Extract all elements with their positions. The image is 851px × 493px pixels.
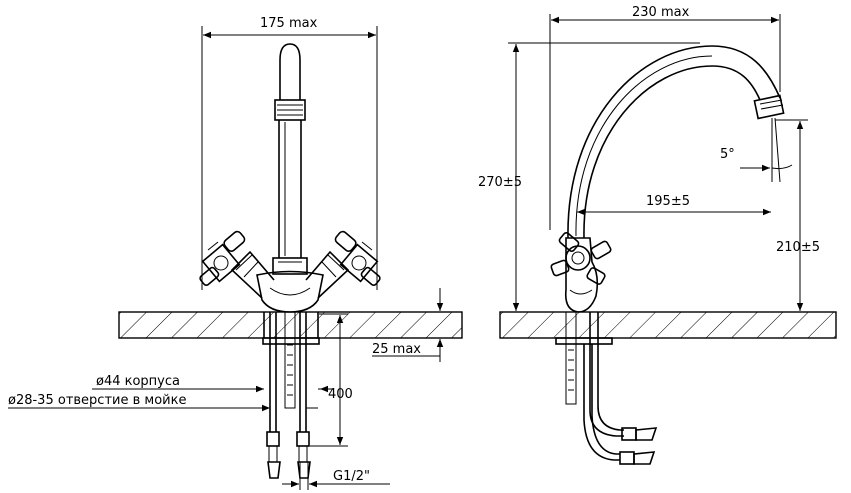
front-mount bbox=[262, 311, 320, 479]
side-mount bbox=[555, 311, 658, 465]
front-diameter-leaders bbox=[8, 385, 334, 412]
front-hose-length-label: 400 bbox=[328, 387, 353, 402]
side-view: 230 max 270±5 5° 195±5 210±5 bbox=[478, 5, 837, 465]
front-thread-dimension bbox=[282, 462, 390, 490]
side-countertop bbox=[499, 311, 837, 339]
front-mount-height-dimension bbox=[372, 288, 462, 362]
side-spout-height-label: 210±5 bbox=[776, 240, 820, 255]
front-body bbox=[230, 250, 350, 313]
side-body bbox=[550, 232, 612, 313]
side-height-label: 270±5 bbox=[478, 175, 522, 190]
front-left-handle bbox=[199, 230, 246, 286]
side-reach-label: 195±5 bbox=[646, 194, 690, 209]
front-body-diameter-label: ø44 корпуса bbox=[96, 374, 180, 389]
side-spout bbox=[567, 45, 785, 239]
front-countertop bbox=[118, 311, 463, 339]
front-thread-label: G1/2" bbox=[333, 469, 370, 484]
side-angle-label: 5° bbox=[720, 147, 735, 162]
front-hose-length-dimension bbox=[310, 313, 348, 447]
front-mount-height-label: 25 max bbox=[372, 342, 421, 357]
front-hole-diameter-label: ø28-35 отверстие в мойке bbox=[8, 393, 186, 408]
front-view: 175 max bbox=[8, 16, 463, 490]
front-width-label: 175 max bbox=[260, 16, 318, 31]
side-angle-dimension bbox=[740, 117, 793, 183]
side-width-label: 230 max bbox=[632, 5, 690, 20]
front-right-handle bbox=[334, 230, 381, 286]
front-spout bbox=[272, 43, 308, 275]
